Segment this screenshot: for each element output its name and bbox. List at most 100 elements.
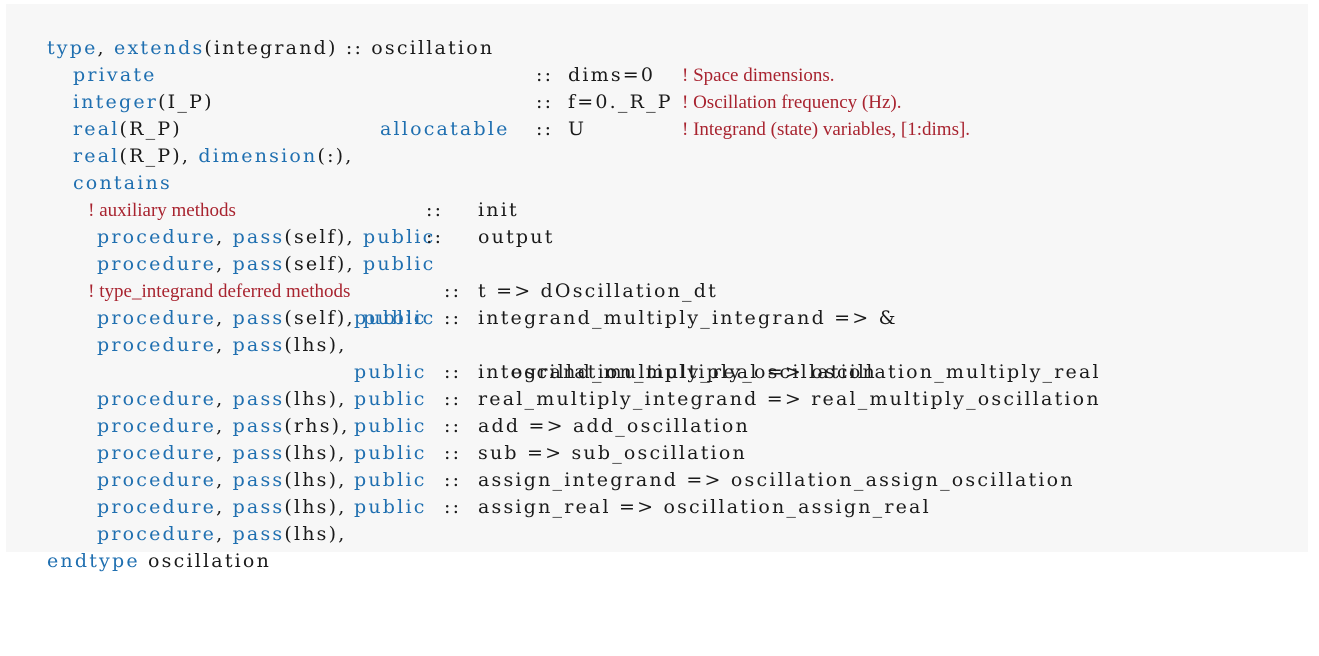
keyword-integer: integer (72, 91, 159, 113)
code-separator: :: (536, 118, 554, 140)
keyword-pass: pass (232, 523, 285, 545)
code-separator: :: (444, 307, 462, 329)
keyword-procedure: procedure (96, 307, 217, 329)
keyword-endtype: endtype (46, 550, 140, 572)
code-text: (self), (284, 226, 363, 248)
code-line-18: procedure, pass(lhs), public :: assign_i… (64, 467, 1300, 518)
keyword-procedure: procedure (96, 442, 217, 464)
code-declaration: assign_real => oscillation_assign_real (478, 496, 931, 518)
code-separator: :: (444, 496, 462, 518)
code-line-2: private (40, 35, 157, 86)
keyword-pass: pass (232, 226, 285, 248)
keyword-private: private (72, 64, 157, 86)
keyword-procedure: procedure (96, 415, 217, 437)
code-line-10: ! type_integrand deferred methods (64, 251, 350, 302)
code-line-15: procedure, pass(rhs), public :: real_mul… (64, 386, 1300, 437)
code-line-8: procedure, pass(self), public :: init (64, 197, 1294, 248)
code-text: , (216, 469, 233, 491)
keyword-public: public (362, 226, 436, 248)
keyword-extends: extends (114, 37, 205, 59)
code-line-5: real(R_P), dimension(:), allocatable :: … (40, 116, 1300, 167)
code-separator: :: (444, 388, 462, 410)
code-line-7: ! auxiliary methods (64, 170, 236, 221)
keyword-public: public (362, 253, 436, 275)
code-text: (:), (317, 145, 354, 167)
code-text: (rhs), (284, 415, 358, 437)
code-line-12: procedure, pass(lhs), public :: integran… (64, 305, 1294, 356)
code-separator: :: (444, 361, 462, 383)
code-text: , (216, 334, 233, 356)
code-text: , (216, 496, 233, 518)
code-declaration: U (568, 118, 587, 140)
code-declaration: output (478, 226, 555, 248)
code-text: oscillation (139, 550, 272, 572)
code-separator: :: (444, 469, 462, 491)
keyword-public: public (354, 307, 427, 329)
code-comment: ! Integrand (state) variables, [1:dims]. (682, 119, 971, 140)
keyword-pass: pass (232, 307, 285, 329)
keyword-public: public (362, 307, 436, 329)
code-line-17: procedure, pass(lhs), public :: sub => s… (64, 440, 1294, 491)
keyword-allocatable: allocatable (380, 118, 510, 140)
code-line-9: procedure, pass(self), public :: output (64, 224, 1294, 275)
code-text: , (216, 415, 233, 437)
code-declaration: sub => sub_oscillation (478, 442, 747, 464)
code-text: (R_P), (119, 145, 199, 167)
keyword-procedure: procedure (96, 253, 217, 275)
code-text: (lhs), (284, 334, 355, 356)
code-text: (lhs), (284, 496, 355, 518)
keyword-pass: pass (232, 442, 285, 464)
keyword-pass: pass (232, 253, 285, 275)
code-comment: ! Oscillation frequency (Hz). (682, 92, 902, 113)
code-line-19: procedure, pass(lhs), public :: assign_r… (64, 494, 1294, 545)
code-comment: ! Space dimensions. (682, 65, 835, 86)
code-text: (I_P) (158, 91, 214, 113)
code-text: , (216, 253, 233, 275)
keyword-real: real (72, 118, 120, 140)
keyword-public: public (354, 442, 427, 464)
code-line-11: procedure, pass(self), public :: t => dO… (64, 278, 1294, 329)
keyword-pass: pass (232, 469, 285, 491)
code-text: , (216, 307, 233, 329)
code-text: , (216, 442, 233, 464)
code-text: (integrand) :: oscillation (204, 37, 495, 59)
code-declaration: integrand_multiply_integrand => & (478, 307, 898, 329)
code-text: (self), (284, 307, 363, 329)
code-separator: :: (426, 199, 444, 221)
code-line-1: type, extends(integrand) :: oscillation (14, 8, 494, 59)
code-separator: :: (426, 226, 444, 248)
code-separator: :: (444, 415, 462, 437)
code-separator: :: (536, 64, 554, 86)
code-comment: ! auxiliary methods (88, 200, 236, 221)
keyword-pass: pass (232, 496, 285, 518)
code-declaration: add => add_oscillation (478, 415, 750, 437)
code-declaration: f=0._R_P (568, 91, 673, 113)
keyword-procedure: procedure (96, 226, 217, 248)
code-line-13: oscillation_multiply_oscillation (478, 332, 877, 383)
keyword-type: type (46, 37, 98, 59)
keyword-public: public (354, 415, 427, 437)
code-text: (self), (284, 253, 363, 275)
code-text: (R_P) (119, 118, 182, 140)
code-declaration: oscillation_multiply_oscillation (510, 361, 877, 383)
keyword-pass: pass (232, 388, 285, 410)
code-comment: ! type_integrand deferred methods (88, 281, 351, 302)
code-separator: :: (444, 280, 462, 302)
code-text: (lhs), (284, 442, 355, 464)
keyword-pass: pass (232, 415, 285, 437)
keyword-procedure: procedure (96, 388, 217, 410)
keyword-procedure: procedure (96, 523, 217, 545)
code-text: (lhs), (284, 469, 355, 491)
code-text: , (216, 226, 233, 248)
keyword-contains: contains (72, 172, 172, 194)
code-declaration: init (478, 199, 519, 221)
keyword-procedure: procedure (96, 469, 217, 491)
code-declaration: assign_integrand => oscillation_assign_o… (478, 469, 1075, 491)
code-line-16: procedure, pass(lhs), public :: add => a… (64, 413, 1294, 464)
code-separator: :: (536, 91, 554, 113)
code-text: (lhs), (284, 523, 355, 545)
code-declaration: dims=0 (568, 64, 656, 86)
keyword-procedure: procedure (96, 496, 217, 518)
code-line-3: integer(I_P) :: dims=0 ! Space dimension… (40, 62, 1300, 113)
keyword-pass: pass (232, 334, 285, 356)
